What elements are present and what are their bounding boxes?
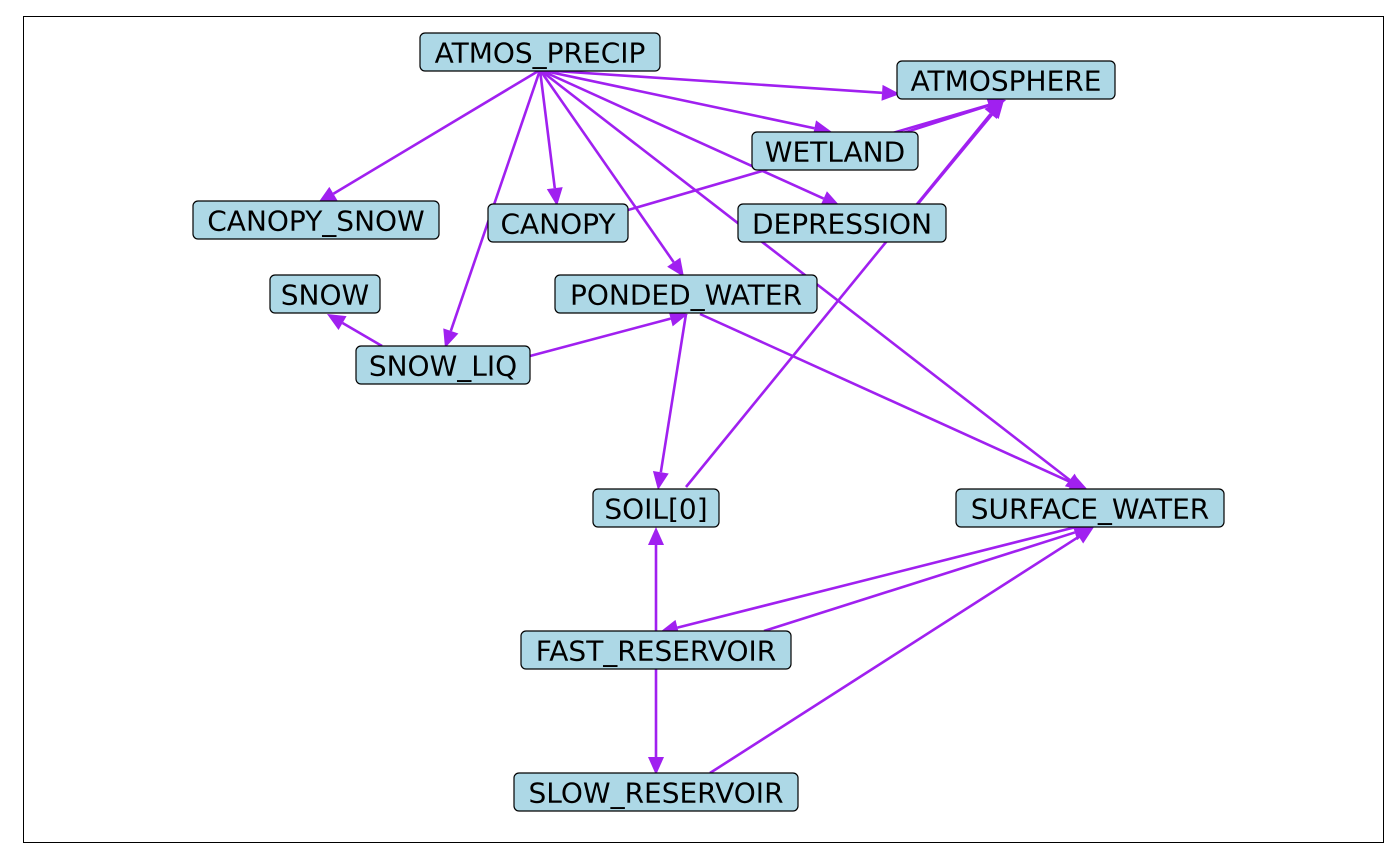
- node-snow-liq: SNOW_LIQ: [355, 345, 531, 385]
- node-box: [554, 274, 818, 314]
- arrowhead-icon: [984, 100, 1002, 120]
- node-surface-water: SURFACE_WATER: [955, 488, 1225, 528]
- node-slow-reservoir: SLOW_RESERVOIR: [513, 772, 799, 812]
- nodes-layer: ATMOS_PRECIP ATMOSPHERE WETLAND CANOPY_SNOW…: [192, 32, 1225, 812]
- diagram-frame: [23, 16, 1384, 843]
- node-box: [355, 345, 531, 385]
- node-label: FAST_RESERVOIR: [536, 635, 777, 668]
- edge-ponded-water-to-surface-water: [699, 312, 1088, 490]
- edge-snow-liq-to-ponded-water: [529, 310, 688, 358]
- edge-line: [659, 313, 688, 473]
- edge-atmos-precip-to-atmosphere: [539, 68, 900, 101]
- arrowhead-icon: [318, 186, 338, 203]
- arrowhead-icon: [1074, 527, 1094, 544]
- edge-line: [341, 321, 383, 348]
- edge-fast-reservoir-to-soil0: [648, 527, 664, 632]
- node-label: SURFACE_WATER: [971, 493, 1210, 526]
- edge-line: [684, 113, 992, 488]
- node-canopy-snow: CANOPY_SNOW: [192, 200, 440, 240]
- node-snow: SNOW: [269, 274, 381, 314]
- edge-slow-reservoir-to-surface-water: [709, 527, 1094, 775]
- edge-soil0-to-atmosphere: [684, 100, 1002, 488]
- arrowhead-icon: [820, 191, 840, 206]
- arrowhead-icon: [648, 527, 664, 545]
- edge-line: [449, 69, 542, 332]
- edge-line: [538, 69, 675, 263]
- edge-line: [332, 68, 541, 195]
- node-label: CANOPY_SNOW: [207, 205, 425, 238]
- node-box: [269, 274, 381, 314]
- node-box: [419, 32, 661, 72]
- node-atmos-precip: ATMOS_PRECIP: [419, 32, 661, 72]
- edge-atmos-precip-to-canopy: [538, 69, 563, 206]
- node-ponded-water: PONDED_WATER: [554, 274, 818, 314]
- node-label: SNOW: [281, 279, 369, 312]
- node-box: [737, 203, 947, 243]
- edge-atmos-precip-to-ponded-water: [538, 69, 684, 277]
- node-label: SNOW_LIQ: [369, 350, 517, 383]
- edge-surface-water-to-fast-reservoir: [660, 525, 1077, 636]
- node-wetland: WETLAND: [751, 131, 919, 171]
- node-box: [520, 630, 792, 670]
- node-label: WETLAND: [765, 136, 905, 169]
- node-box: [487, 203, 629, 243]
- node-label: SLOW_RESERVOIR: [528, 777, 783, 810]
- edge-ponded-water-to-soil0: [652, 313, 688, 490]
- edge-snow-liq-to-snow: [327, 314, 383, 348]
- node-label: ATMOS_PRECIP: [435, 37, 646, 70]
- edge-line: [538, 69, 557, 189]
- arrowhead-icon: [652, 470, 669, 490]
- node-box: [592, 488, 720, 528]
- node-soil0: SOIL[0]: [592, 488, 720, 528]
- node-box: [513, 772, 799, 812]
- arrowhead-icon: [327, 314, 347, 330]
- edge-atmos-precip-to-snow-liq: [443, 69, 542, 348]
- edges-layer: [318, 68, 1094, 775]
- node-depression: DEPRESSION: [737, 203, 947, 243]
- node-fast-reservoir: FAST_RESERVOIR: [520, 630, 792, 670]
- arrowhead-icon: [648, 757, 664, 775]
- node-label: DEPRESSION: [752, 208, 932, 241]
- edge-atmos-precip-to-depression: [539, 68, 840, 206]
- node-canopy: CANOPY: [487, 203, 629, 243]
- node-box: [896, 60, 1116, 100]
- edge-line: [529, 317, 671, 358]
- edge-line: [699, 312, 1073, 484]
- edge-fast-reservoir-to-slow-reservoir: [648, 669, 664, 775]
- node-label: PONDED_WATER: [570, 279, 802, 312]
- edge-atmos-precip-to-canopy-snow: [318, 68, 541, 203]
- arrowhead-icon: [881, 84, 900, 101]
- node-atmosphere: ATMOSPHERE: [896, 60, 1116, 100]
- arrowhead-icon: [443, 328, 459, 348]
- node-box: [955, 488, 1225, 528]
- edge-line: [539, 68, 883, 95]
- node-label: CANOPY: [500, 208, 616, 241]
- edge-line: [763, 531, 1076, 633]
- edge-line: [677, 525, 1077, 629]
- edge-line: [539, 68, 825, 200]
- node-label: ATMOSPHERE: [911, 65, 1102, 98]
- arrowhead-icon: [1068, 475, 1088, 490]
- arrowhead-icon: [667, 257, 684, 277]
- node-box: [192, 200, 440, 240]
- edge-line: [709, 535, 1080, 775]
- edge-line: [539, 68, 815, 130]
- node-box: [751, 131, 919, 171]
- edge-fast-reservoir-to-surface-water: [763, 524, 1092, 633]
- arrowhead-icon: [668, 310, 688, 327]
- arrowhead-icon: [546, 187, 563, 206]
- node-label: SOIL[0]: [604, 493, 707, 526]
